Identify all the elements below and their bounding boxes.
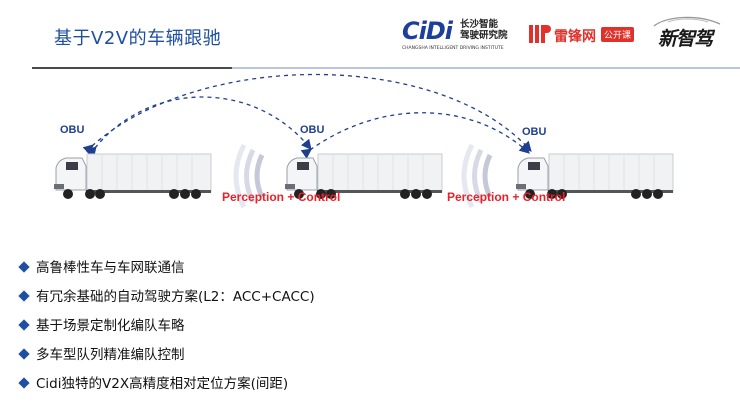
comm-arc-truck1-truck3 (82, 73, 532, 156)
cidi-logo-cn-line2: 驾驶研究院 (460, 30, 508, 41)
v2v-diagram (54, 73, 674, 209)
obu-label-2: OBU (300, 124, 325, 136)
truck-2 (285, 153, 443, 199)
leifeng-logo-text: 雷锋网 (554, 29, 596, 45)
perception-signal-icon-2 (461, 143, 493, 209)
perception-signal-icon-1 (233, 143, 265, 209)
cidi-logo-cn: 长沙智能 驾驶研究院 (460, 19, 516, 41)
slide-title: 基于V2V的车辆跟驰 (54, 28, 222, 49)
feature-bullet-list: 高鲁棒性车与车网联通信 有冗余基础的自动驾驶方案(L2：ACC+CACC) 基于… (18, 258, 315, 403)
obu-label-3: OBU (522, 126, 547, 138)
bullet-text: 有冗余基础的自动驾驶方案(L2：ACC+CACC) (36, 289, 315, 305)
diamond-bullet-icon (18, 377, 30, 389)
bullet-text: 基于场景定制化编队车略 (36, 318, 185, 334)
bullet-item: 高鲁棒性车与车网联通信 (18, 258, 315, 287)
diamond-bullet-icon (18, 319, 30, 331)
bullet-text: 多车型队列精准编队控制 (36, 347, 185, 363)
perception-control-label-2: Perception + Control (447, 190, 566, 204)
bullet-text: Cidi独特的V2X高精度相对定位方案(间距) (36, 376, 289, 392)
bullet-text: 高鲁棒性车与车网联通信 (36, 260, 185, 276)
leifeng-logo-badge: 公开课 (601, 27, 635, 42)
obu-label-1: OBU (60, 124, 85, 136)
title-rule-dark (32, 67, 232, 69)
comm-arc-truck2-truck3 (300, 112, 530, 159)
truck-1 (54, 153, 212, 199)
leifeng-logo: 雷锋网 公开课 (527, 22, 635, 48)
bullet-item: 基于场景定制化编队车略 (18, 316, 315, 345)
bullet-item: 有冗余基础的自动驾驶方案(L2：ACC+CACC) (18, 287, 315, 316)
cidi-logo-en: CHANGSHA INTELLIGENT DRIVING INSTITUTE (402, 46, 504, 51)
xinzhijia-logo: 新智驾 (648, 14, 728, 56)
diamond-bullet-icon (18, 261, 30, 273)
cidi-logo: CiDi 长沙智能 驾驶研究院 CHANGSHA INTELLIGENT DRI… (402, 17, 514, 51)
perception-control-label-1: Perception + Control (222, 190, 341, 204)
xinzhijia-logo-text: 新智驾 (658, 28, 713, 50)
title-rule-light (232, 67, 740, 69)
cidi-logo-mark: CiDi (402, 17, 453, 45)
xinzhijia-car-outline-icon (653, 16, 721, 27)
diamond-bullet-icon (18, 290, 30, 302)
leifeng-logo-icon (529, 25, 551, 43)
comm-arc-truck1-truck2 (86, 96, 312, 158)
truck-3 (516, 153, 674, 199)
bullet-item: Cidi独特的V2X高精度相对定位方案(间距) (18, 374, 315, 403)
cidi-logo-cn-line1: 长沙智能 (460, 19, 499, 30)
bullet-item: 多车型队列精准编队控制 (18, 345, 315, 374)
diamond-bullet-icon (18, 348, 30, 360)
